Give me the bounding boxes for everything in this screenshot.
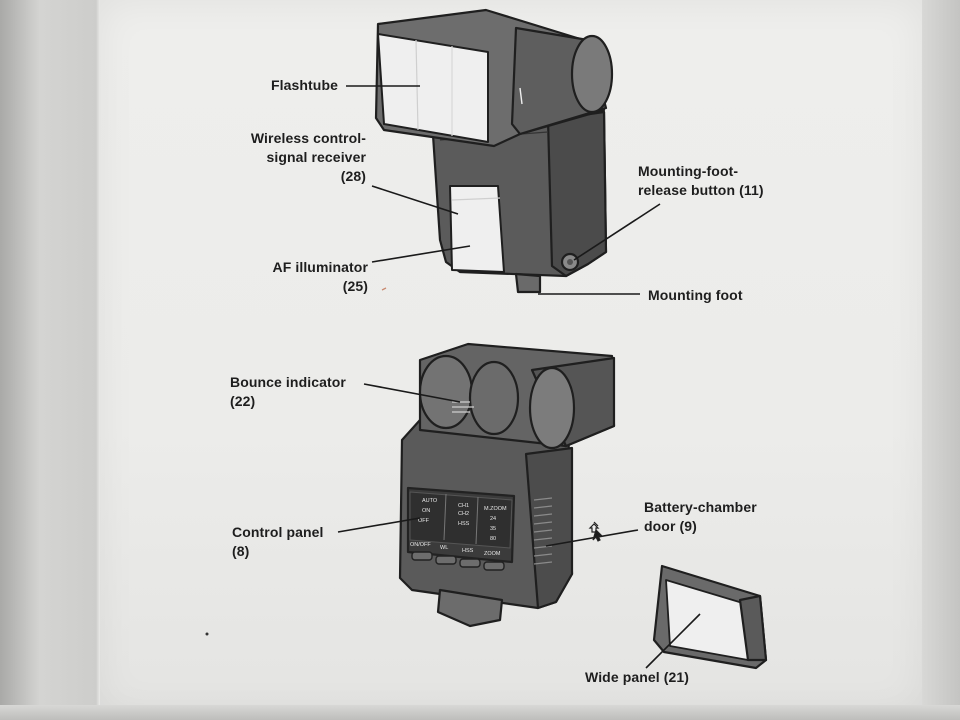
panel-ch1: CH1 <box>458 503 469 509</box>
panel-zoom-80: 80 <box>490 536 496 542</box>
label-battery-line1: Battery-chamber <box>644 499 757 515</box>
flash-front-view <box>374 8 614 294</box>
panel-zoom-35: 35 <box>490 526 496 532</box>
wide-panel <box>652 564 768 670</box>
label-flashtube-text: Flashtube <box>270 77 338 93</box>
label-wireless-receiver: Wireless control- signal receiver (28) <box>210 129 366 186</box>
label-release-line1: Mounting-foot- <box>638 163 739 179</box>
leader-lines <box>337 85 701 669</box>
label-control-line1: Control panel <box>232 524 324 540</box>
label-wireless-line2: signal receiver <box>266 149 366 165</box>
label-af-line1: AF illuminator <box>272 259 368 275</box>
label-release-button: Mounting-foot- release button (11) <box>638 162 808 200</box>
panel-on: ON <box>422 508 430 514</box>
label-wide-panel: Wide panel (21) <box>585 668 715 687</box>
panel-ch2: CH2 <box>458 511 469 517</box>
mounting-foot-front <box>514 272 542 294</box>
battery-door-vents <box>533 497 553 565</box>
control-buttons <box>411 551 505 571</box>
label-bounce-indicator: Bounce indicator (22) <box>230 373 380 411</box>
label-release-line2: release button (11) <box>638 182 764 198</box>
label-af-illuminator: AF illuminator (25) <box>220 258 368 296</box>
flash-body-side-shade <box>546 110 608 278</box>
head-drum-rear <box>418 354 474 430</box>
panel-m-zoom: M.ZOOM <box>484 506 507 512</box>
label-mounting-foot-text: Mounting foot <box>648 287 743 303</box>
move-cursor-icon <box>588 521 604 542</box>
panel-auto: AUTO <box>422 498 438 504</box>
head-pivot-drum <box>570 34 614 114</box>
label-control-line2: (8) <box>232 543 250 559</box>
label-battery-line2: door (9) <box>644 518 697 534</box>
label-battery-door: Battery-chamber door (9) <box>644 498 784 536</box>
panel-off: OFF <box>418 518 430 524</box>
panel-zoom-24: 24 <box>490 516 496 522</box>
label-wide-panel-text: Wide panel (21) <box>585 669 690 685</box>
flash-rear-view <box>398 342 616 628</box>
label-bounce-line2: (22) <box>230 393 256 409</box>
stray-mark <box>381 287 387 291</box>
label-bounce-line1: Bounce indicator <box>230 374 346 390</box>
label-control-panel: Control panel (8) <box>232 523 352 561</box>
page-bottom-edge <box>0 705 960 720</box>
panel-btn-wl: WL <box>440 545 448 551</box>
af-illuminator-window <box>449 185 505 273</box>
flashtube-window <box>377 33 489 143</box>
label-mounting-foot: Mounting foot <box>648 286 788 305</box>
label-wireless-line1: Wireless control- <box>250 130 366 146</box>
mounting-foot-rear <box>436 588 504 628</box>
label-wireless-line3: (28) <box>340 168 366 184</box>
label-flashtube: Flashtube <box>238 76 338 95</box>
stray-dot <box>205 632 209 636</box>
label-af-line2: (25) <box>342 278 368 294</box>
panel-hss: HSS <box>458 521 470 527</box>
panel-btn-hss: HSS <box>462 548 474 554</box>
panel-btn-onoff: ON/OFF <box>410 542 431 548</box>
panel-btn-zoom: ZOOM <box>484 551 501 557</box>
